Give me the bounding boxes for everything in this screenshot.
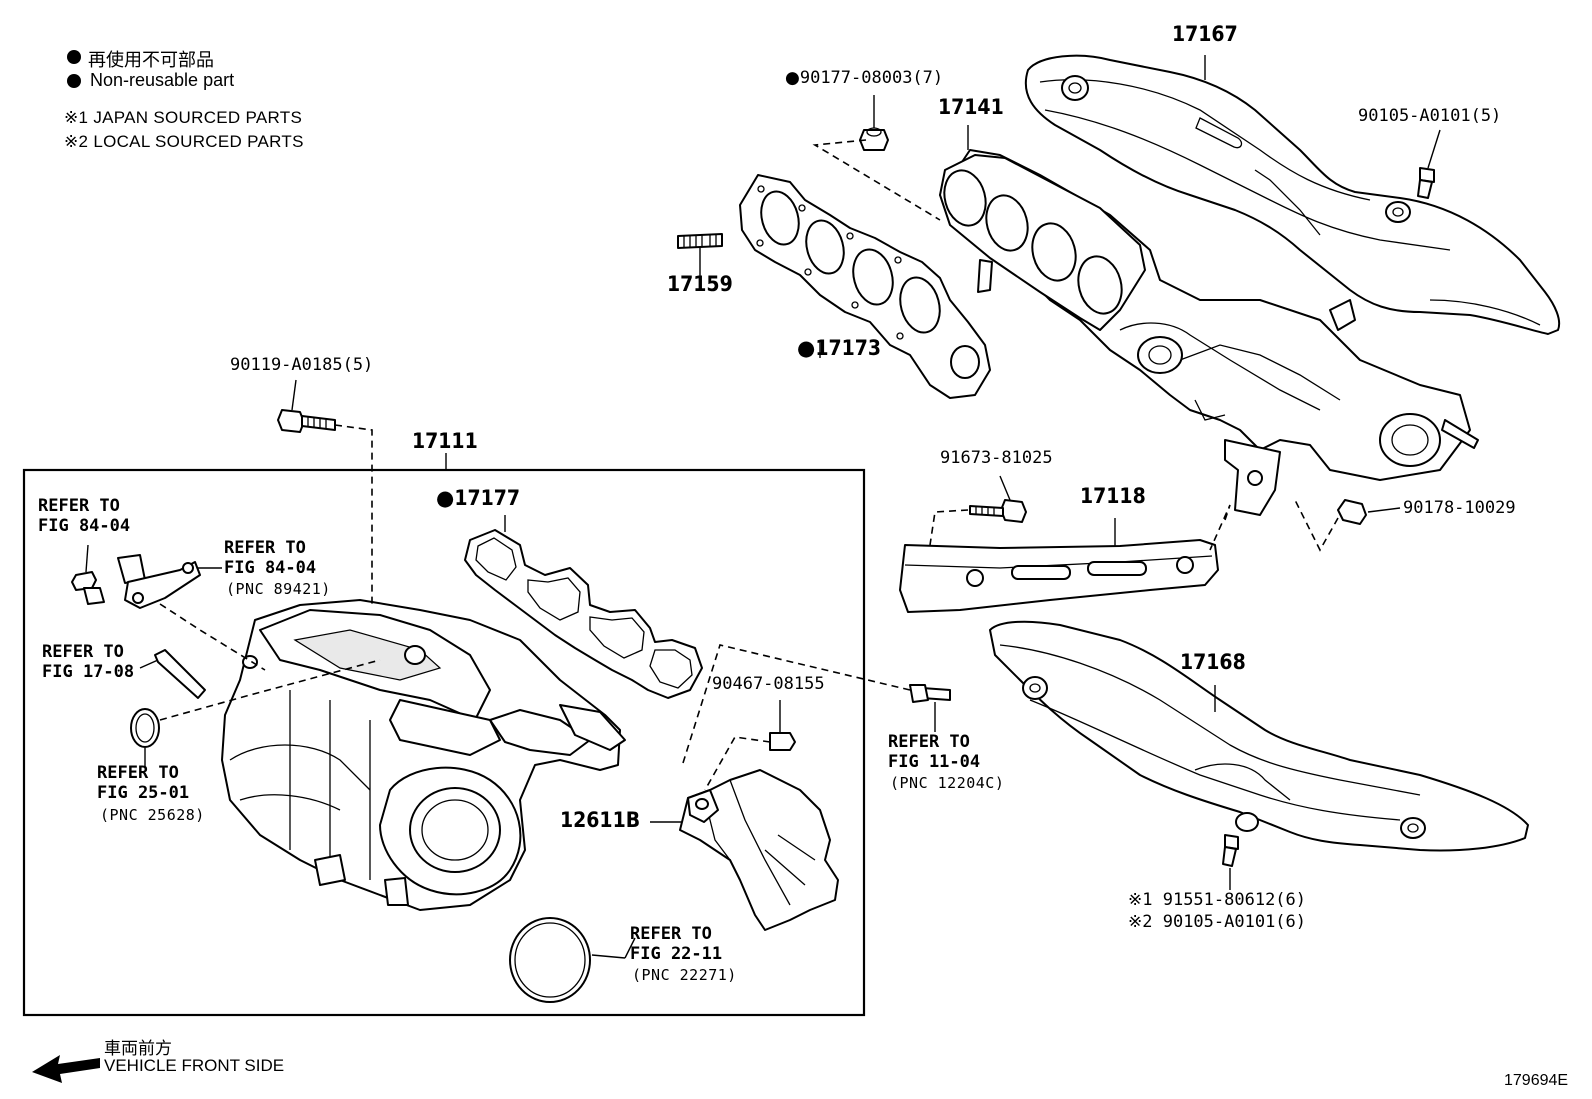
- manifold-stay: [899, 518, 1219, 613]
- legend-bullet-ja: [67, 50, 81, 64]
- ref-pnc-89421: (PNC 89421): [226, 580, 331, 598]
- legend-note-japan: ※1 JAPAN SOURCED PARTS: [64, 108, 303, 127]
- bolt-90105-upper: [1417, 129, 1441, 199]
- label-91551-japan: ※1 91551-80612(6): [1128, 890, 1307, 910]
- intake-group-box: [22, 468, 866, 1017]
- legend-nonreusable-en: Non-reusable part: [90, 70, 235, 90]
- label-17173: ●17173: [797, 336, 882, 360]
- plug-11-04: [682, 644, 951, 764]
- exhaust-gasket: [739, 174, 991, 399]
- nut-90178: [1209, 499, 1401, 552]
- ref-fig-84-04-sensor: REFER TO FIG 84-04: [224, 538, 317, 578]
- ref-fig-11-04: REFER TO FIG 11-04: [888, 732, 981, 772]
- label-17167: 17167: [1172, 22, 1238, 46]
- label-90105-upper: 90105-A0101(5): [1358, 106, 1502, 126]
- label-17159: 17159: [667, 272, 733, 296]
- label-90467: 90467-08155: [712, 674, 825, 694]
- ref-fig-25-01: REFER TO FIG 25-01: [97, 763, 190, 803]
- clamp-25-01: [130, 659, 381, 768]
- legend-note-local: ※2 LOCAL SOURCED PARTS: [64, 132, 304, 151]
- nonreusable-mark: ●: [785, 68, 800, 88]
- ref-pnc-22271: (PNC 22271): [632, 966, 737, 984]
- illustration-number: 179694E: [1504, 1072, 1569, 1089]
- throttle-insulator: [650, 769, 839, 931]
- label-91673: 91673-81025: [940, 448, 1053, 468]
- exhaust-manifold: [939, 149, 1479, 516]
- label-90178: 90178-10029: [1403, 498, 1516, 518]
- legend-nonreusable-ja: 再使用不可部品: [88, 50, 214, 70]
- stud-bolt: [677, 233, 723, 276]
- label-90119: 90119-A0185(5): [230, 355, 374, 375]
- throttle-gasket-ring: [509, 917, 626, 1003]
- nonreusable-mark: ●: [797, 336, 816, 360]
- nut-90177: [812, 95, 941, 221]
- bolt-91673: [929, 475, 1027, 546]
- label-17168: 17168: [1180, 650, 1246, 674]
- label-17177: ●17177: [436, 486, 521, 510]
- label-12611b: 12611B: [560, 808, 641, 832]
- label-90105-local: ※2 90105-A0101(6): [1128, 912, 1307, 932]
- ref-fig-84-04-screw: REFER TO FIG 84-04: [38, 496, 131, 536]
- ref-pnc-12204c: (PNC 12204C): [890, 774, 1005, 792]
- bolt-90119: [277, 379, 373, 605]
- label-90177: ●90177-08003(7): [785, 68, 944, 88]
- nonreusable-mark: ●: [436, 486, 455, 510]
- front-label-en: VEHICLE FRONT SIDE: [104, 1056, 285, 1075]
- intake-manifold: [221, 599, 626, 911]
- front-arrow-icon: [32, 1055, 100, 1083]
- heat-insulator-lower: [989, 620, 1529, 890]
- ref-pnc-25628: (PNC 25628): [100, 806, 205, 824]
- front-label-ja: 車両前方: [104, 1039, 172, 1058]
- label-17141: 17141: [938, 95, 1004, 119]
- legend-bullet-en: [67, 74, 81, 88]
- intake-gasket: [464, 515, 703, 699]
- hose-17-08: [139, 649, 206, 699]
- screw-84-04: [71, 544, 105, 605]
- leader-22-11: [624, 937, 636, 959]
- sensor-84-04: [117, 554, 266, 671]
- ref-fig-22-11: REFER TO FIG 22-11: [630, 924, 723, 964]
- heat-insulator-upper: [1024, 54, 1561, 335]
- label-17111: 17111: [412, 429, 478, 453]
- ref-fig-17-08: REFER TO FIG 17-08: [42, 642, 135, 682]
- pin-90467: [704, 700, 796, 791]
- label-17118: 17118: [1080, 484, 1146, 508]
